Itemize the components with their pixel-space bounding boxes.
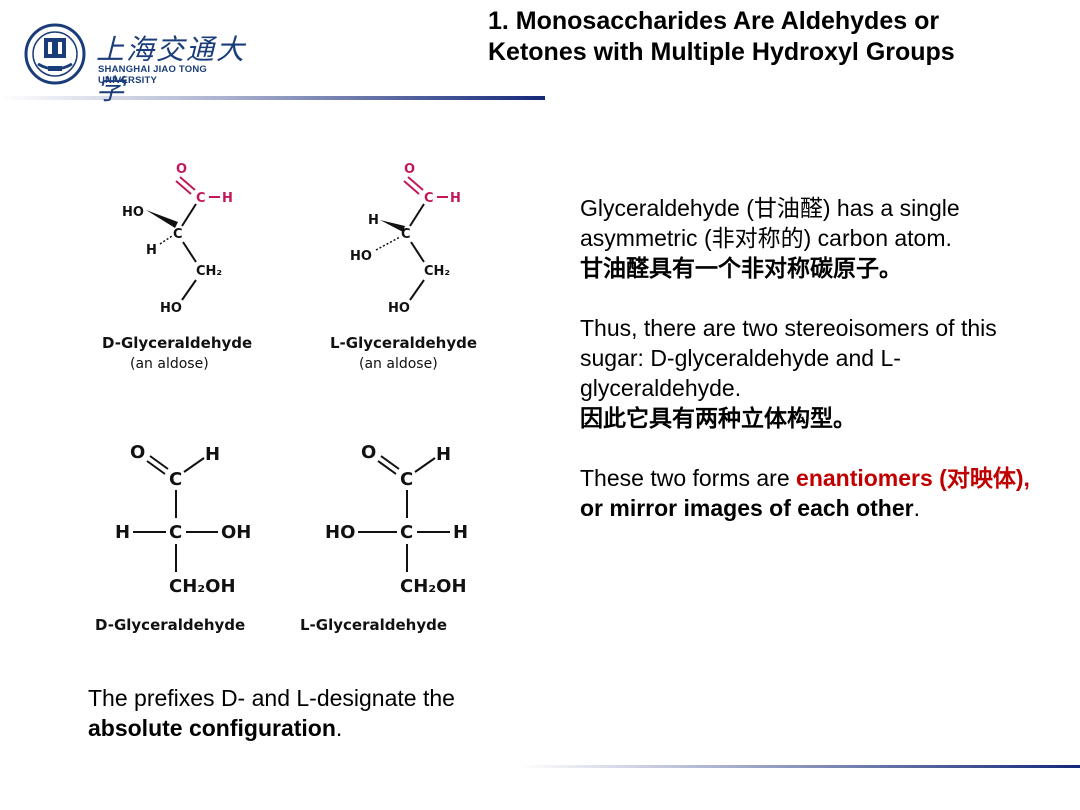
l-glyceraldehyde-fischer-projection: O C H HO C H CH₂OH	[325, 442, 468, 597]
atom-label: HO	[350, 249, 372, 264]
d-glyceraldehyde-wedge-structure: O C H HO C H CH₂ HO	[122, 162, 233, 316]
glyceraldehyde-structures: O C H HO C H CH₂ HO O C H H C HO CH₂ HO …	[95, 162, 477, 634]
atom-label: CH₂OH	[400, 576, 467, 597]
absolute-configuration-term: absolute configuration	[88, 715, 336, 741]
atom-label: H	[450, 191, 461, 206]
atom-label: OH	[221, 522, 251, 543]
atom-label: H	[368, 213, 379, 228]
l-glyceraldehyde-wedge-structure: O C H H C HO CH₂ HO	[350, 162, 461, 316]
atom-label: CH₂	[196, 264, 222, 279]
d-glyceraldehyde-fischer-label: D-Glyceraldehyde	[95, 616, 245, 634]
paragraph-asymmetric-cn: 甘油醛具有一个非对称碳原子。	[580, 255, 902, 281]
d-glyceraldehyde-fischer-projection: O C H H C OH CH₂OH	[115, 442, 251, 597]
mirror-images-phrase: or mirror images of each other	[580, 495, 914, 521]
atom-label: CH₂	[424, 264, 450, 279]
atom-label: H	[146, 243, 157, 258]
atom-label: HO	[325, 522, 355, 543]
atom-label: C	[401, 227, 411, 242]
atom-label: H	[205, 444, 220, 465]
atom-label: C	[400, 522, 413, 543]
slide-title-line-2: Ketones with Multiple Hydroxyl Groups	[488, 38, 955, 66]
atom-label: O	[404, 162, 415, 177]
paragraph-stereoisomers-cn: 因此它具有两种立体构型。	[580, 405, 856, 431]
prefix-note-text: The prefixes D- and L-designate the	[88, 685, 455, 711]
atom-label: H	[115, 522, 130, 543]
atom-label: H	[436, 444, 451, 465]
university-seal-icon	[24, 23, 86, 85]
atom-label: C	[169, 469, 182, 490]
atom-label: C	[424, 191, 434, 206]
title-divider	[0, 96, 545, 100]
l-glyceraldehyde-label: L-Glyceraldehyde	[330, 334, 477, 352]
prefix-note-period: .	[335, 715, 343, 741]
enantiomers-term: enantiomers (对映体),	[796, 465, 1030, 491]
paragraph-asymmetric-en: Glyceraldehyde (甘油醛) has a single asymme…	[580, 195, 960, 251]
logo-chinese-name: 上海交通大学	[96, 33, 247, 106]
atom-label: C	[173, 227, 183, 242]
d-glyceraldehyde-label: D-Glyceraldehyde	[102, 334, 252, 352]
atom-label: HO	[160, 301, 182, 316]
prefix-note: The prefixes D- and L-designate the abso…	[88, 683, 528, 743]
slide-title-line-1: 1. Monosaccharides Are Aldehydes or	[488, 7, 940, 35]
enantiomers-intro: These two forms are	[580, 465, 797, 491]
l-aldose-note: (an aldose)	[359, 356, 438, 372]
slide-title: 1. Monosaccharides Are Aldehydes or Keto…	[488, 6, 1068, 68]
explanation-text: Glyceraldehyde (甘油醛) has a single asymme…	[580, 193, 1050, 523]
atom-label: C	[169, 522, 182, 543]
d-aldose-note: (an aldose)	[130, 356, 209, 372]
enantiomers-period: .	[913, 495, 920, 521]
atom-label: C	[196, 191, 206, 206]
atom-label: H	[453, 522, 468, 543]
atom-label: O	[130, 442, 145, 463]
atom-label: H	[222, 191, 233, 206]
paragraph-enantiomers: These two forms are enantiomers (对映体), o…	[580, 463, 1050, 523]
l-glyceraldehyde-fischer-label: L-Glyceraldehyde	[300, 616, 447, 634]
atom-label: CH₂OH	[169, 576, 236, 597]
footer-divider	[520, 765, 1080, 768]
paragraph-stereoisomers-en: Thus, there are two stereoisomers of thi…	[580, 315, 997, 401]
atom-label: O	[361, 442, 376, 463]
university-logo: 上海交通大学 SHANGHAI JIAO TONG UNIVERSITY	[22, 22, 262, 106]
logo-english-name: SHANGHAI JIAO TONG UNIVERSITY	[98, 64, 207, 86]
atom-label: C	[400, 469, 413, 490]
atom-label: O	[176, 162, 187, 177]
atom-label: HO	[388, 301, 410, 316]
atom-label: HO	[122, 205, 144, 220]
